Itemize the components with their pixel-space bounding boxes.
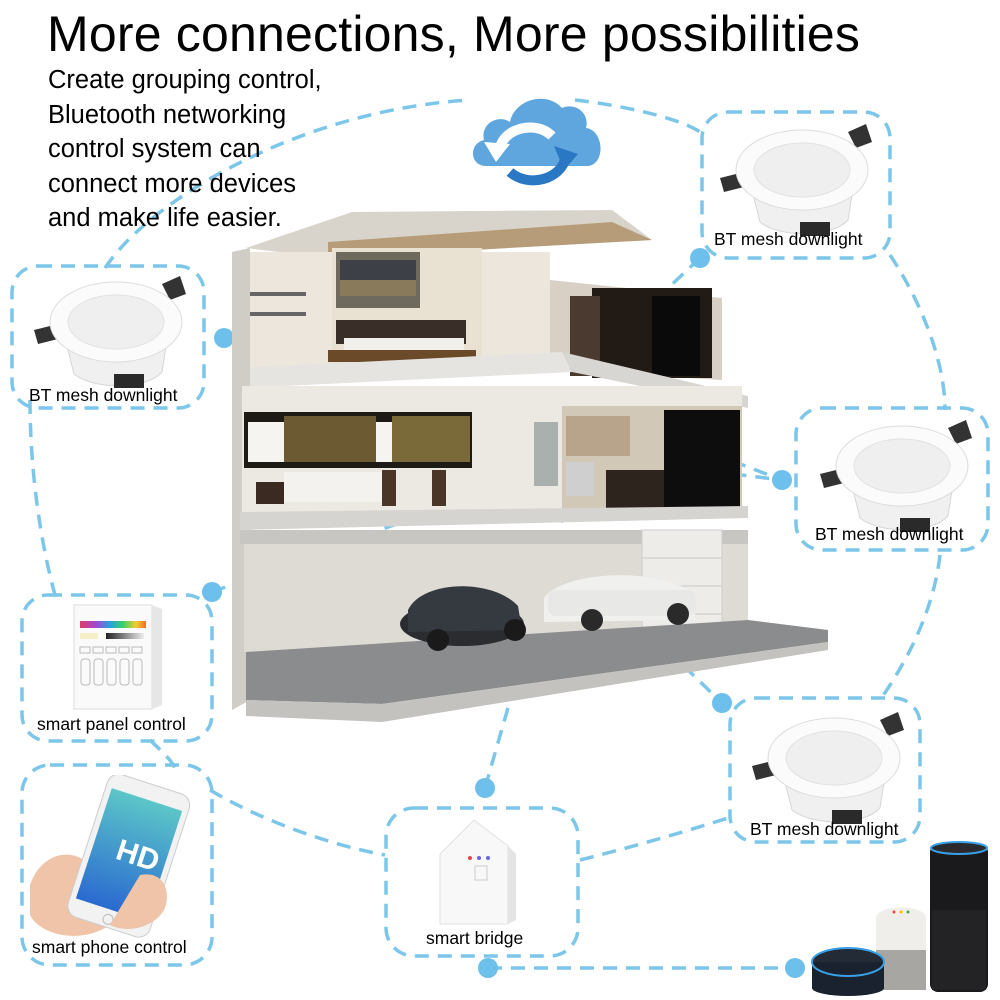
device-label: BT mesh downlight [750, 819, 899, 839]
smart-speakers-icon [811, 841, 988, 996]
downlight-icon [720, 123, 873, 237]
device-label: BT mesh downlight [29, 385, 178, 405]
downlight-icon [752, 711, 905, 825]
device-card-downlight-left[interactable]: BT mesh downlight [12, 266, 204, 408]
description-line: control system can [48, 135, 261, 164]
cloud-sync-icon [472, 98, 601, 186]
device-card-downlight-right[interactable]: BT mesh downlight [796, 408, 988, 550]
bridge-hub-icon [439, 819, 516, 925]
description: Create grouping control, Bluetooth netwo… [48, 63, 322, 236]
description-line: Bluetooth networking [48, 100, 287, 129]
device-card-downlight-top-right[interactable]: BT mesh downlight [700, 110, 892, 260]
device-card-downlight-bottom-right[interactable]: BT mesh downlight [730, 698, 920, 842]
device-label: BT mesh downlight [714, 229, 863, 249]
downlight-icon [820, 419, 973, 533]
device-label: smart phone control [32, 937, 187, 957]
device-card-smart-panel[interactable]: smart panel control [22, 595, 212, 741]
smartphone-icon: HD [30, 775, 191, 938]
description-line: and make life easier. [48, 204, 282, 233]
description-line: connect more devices [48, 169, 297, 198]
device-label: smart bridge [426, 928, 524, 948]
device-card-smart-bridge[interactable]: smart bridge [386, 808, 578, 956]
downlight-icon [34, 275, 187, 389]
house-illustration [232, 210, 828, 722]
description-line: Create grouping control, [48, 66, 322, 94]
page-title: More connections, More possibilities [47, 6, 861, 62]
device-card-smart-phone[interactable]: HD smart phone control [22, 765, 212, 965]
wall-panel-icon [73, 604, 162, 710]
device-label: smart panel control [37, 714, 186, 734]
device-label: BT mesh downlight [815, 524, 964, 544]
